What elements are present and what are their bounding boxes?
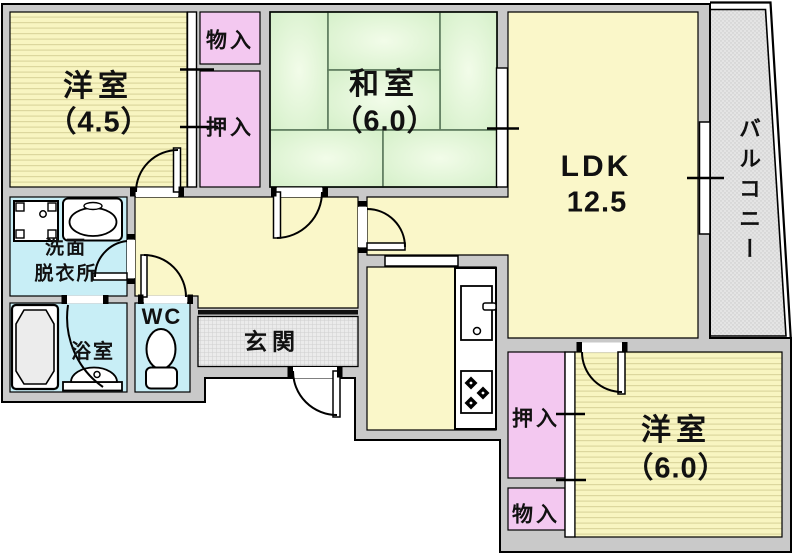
- door-arc: [143, 254, 187, 298]
- door-arc: [366, 208, 406, 248]
- tatami-mat: [382, 129, 498, 188]
- western-room-2-floor: [574, 351, 783, 538]
- vanity-sink-icon: [62, 197, 123, 242]
- western-room-1-size: （4.5）: [47, 106, 151, 139]
- toilet-label: WC: [141, 304, 183, 329]
- storage-top-floor: [199, 11, 261, 65]
- japanese-room-floor: [269, 11, 498, 188]
- door-leaf: [172, 147, 182, 193]
- western-room-1-floor: [9, 11, 188, 188]
- bathroom-label: 浴室: [71, 341, 115, 363]
- balcony-outer-rail: [710, 1, 792, 340]
- door-openings: [67, 187, 622, 379]
- door-arc: [66, 304, 104, 388]
- toilet-icon: [145, 328, 178, 390]
- kitchen-wall-opening: [384, 255, 459, 267]
- wall-ticks: [180, 68, 724, 482]
- storage-top-label: 物入: [206, 29, 254, 53]
- closet-top-label: 押入: [206, 116, 254, 140]
- western-room-2-label: 洋室: [641, 414, 711, 447]
- closet-bottom-label: 押入: [512, 407, 560, 431]
- bath-washstand-icon: [62, 366, 123, 392]
- closet-top-floor: [199, 70, 261, 188]
- ldk-floor: [366, 11, 699, 339]
- door-leaf: [140, 254, 148, 298]
- burner-dot: [481, 391, 485, 395]
- japanese-room-label: 和室: [349, 68, 419, 101]
- tatami-mat: [327, 11, 441, 71]
- door-arc: [93, 240, 128, 278]
- door-arcs: [66, 149, 623, 416]
- entrance-label: 玄関: [244, 328, 300, 355]
- western-room-2-size: （6.0）: [624, 452, 728, 485]
- washroom-label-line1: 洗面: [44, 237, 88, 259]
- burner-dot: [469, 401, 473, 405]
- door-arc: [276, 191, 323, 239]
- burner-dot: [469, 381, 473, 385]
- door-leaf: [332, 370, 341, 418]
- door-arc: [581, 351, 623, 393]
- door-leaf: [366, 242, 406, 251]
- stove: [460, 370, 493, 414]
- sink-drain-icon: [472, 326, 482, 336]
- entrance-step-edge: [198, 310, 358, 315]
- storage-bottom-label: 物入: [512, 503, 560, 527]
- tatami-mat: [327, 69, 441, 131]
- hallway-floor: [134, 196, 359, 309]
- entrance-floor: [197, 315, 359, 368]
- closet-sliding-door-top: [186, 11, 198, 188]
- washing-machine-pan-icon: [13, 200, 59, 242]
- door-arc: [292, 370, 338, 416]
- japanese-room-size: （6.0）: [333, 105, 437, 138]
- balcony-label: バルコニー: [736, 117, 761, 267]
- door-leaf: [272, 191, 282, 239]
- door-leaf: [617, 351, 626, 395]
- kitchen-faucet-icon: [482, 302, 497, 311]
- tatami-mat: [269, 11, 329, 131]
- closet-sliding-door-bottom: [564, 351, 576, 538]
- bathtub-icon: [10, 303, 60, 391]
- ldk-label: LDK: [560, 150, 632, 183]
- ldk-size: 12.5: [566, 186, 628, 219]
- balcony: [709, 1, 792, 340]
- tatami-mat: [269, 129, 384, 188]
- western-room-1-label: 洋室: [63, 70, 133, 103]
- storage-bottom-floor: [507, 487, 566, 531]
- kitchen-counter: [454, 267, 497, 430]
- door-leaf: [92, 272, 128, 281]
- door-stops: [61, 186, 628, 378]
- washroom-label-line2: 脱衣所: [34, 263, 98, 285]
- tatami-mat: [439, 11, 498, 131]
- door-arc: [135, 149, 179, 193]
